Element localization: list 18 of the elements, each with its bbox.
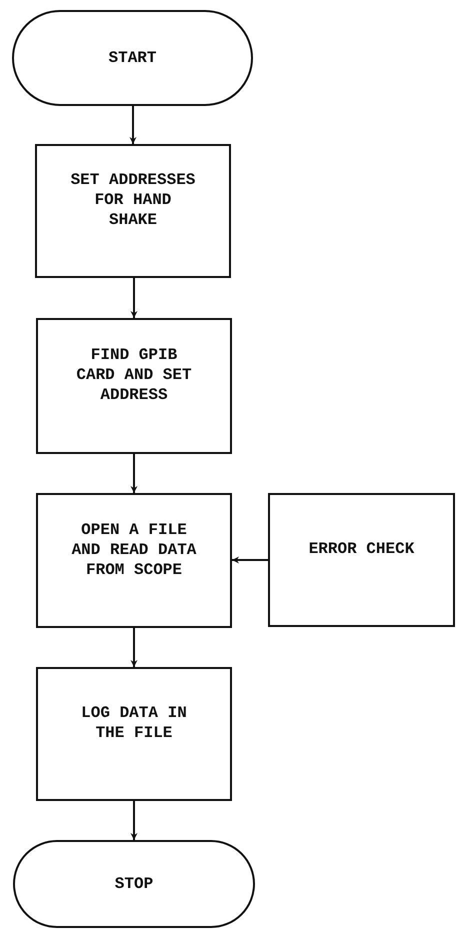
node-text: STOP — [114, 874, 154, 894]
arrow — [130, 454, 138, 493]
process-box — [36, 667, 232, 801]
arrow — [130, 628, 138, 667]
process-box — [268, 493, 455, 627]
node-text: LOG DATA IN THE FILE — [80, 703, 188, 743]
arrow — [130, 278, 138, 318]
node-text: START — [108, 48, 156, 68]
arrow — [130, 106, 136, 144]
arrow — [232, 556, 268, 564]
node-text: OPEN A FILE AND READ DATA FROM SCOPE — [70, 520, 198, 580]
node-text: FIND GPIB CARD AND SET ADDRESS — [75, 345, 193, 405]
process-box — [36, 318, 232, 454]
arrow — [130, 801, 138, 840]
node-text: SET ADDRESSES FOR HAND SHAKE — [70, 170, 196, 230]
process-box — [36, 493, 232, 628]
process-box — [35, 144, 231, 278]
node-text: ERROR CHECK — [308, 539, 414, 559]
